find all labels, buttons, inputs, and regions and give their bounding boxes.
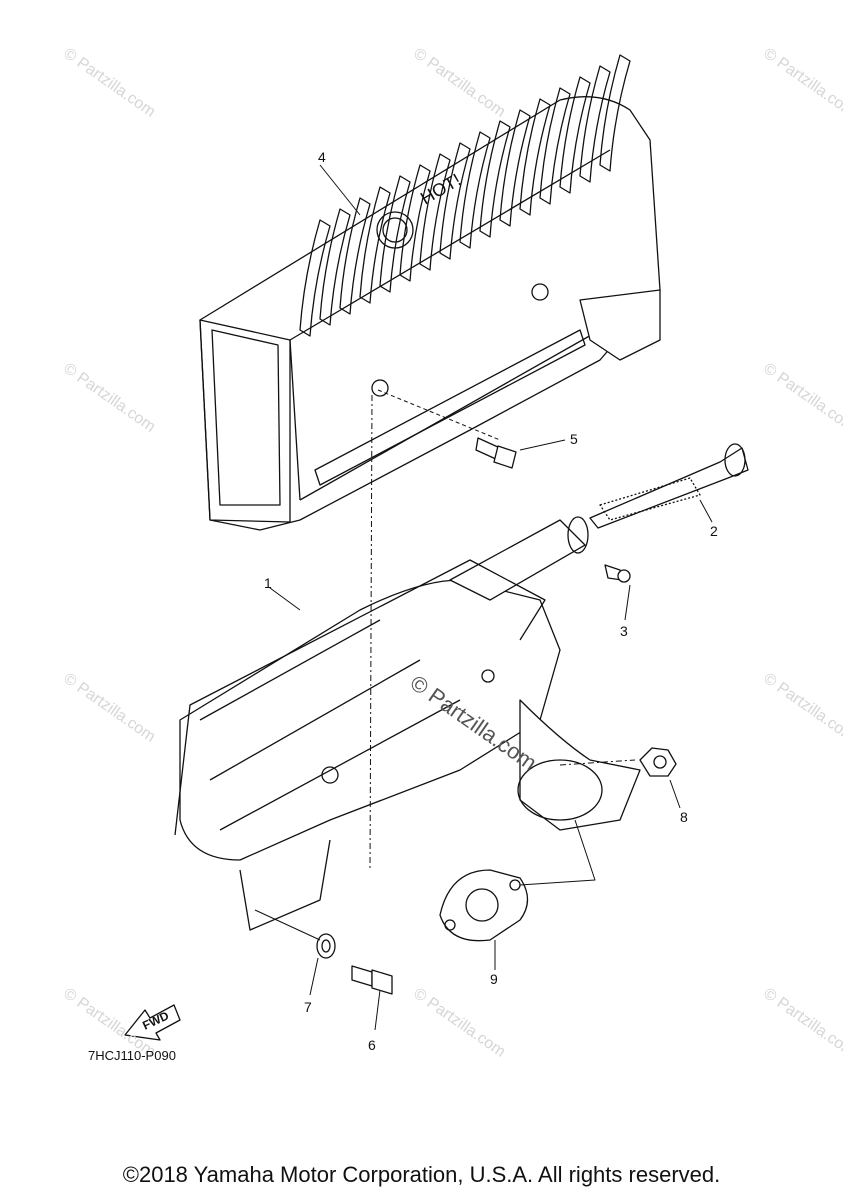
cooling-fin	[419, 153, 451, 271]
bolt-6	[351, 965, 393, 995]
cooling-fin	[459, 131, 491, 249]
cooling-fin	[299, 219, 331, 337]
cooling-fin	[559, 76, 591, 194]
nut-8	[639, 747, 677, 777]
screw-3	[604, 564, 631, 583]
callout-7: 7	[304, 999, 312, 1015]
muffler	[174, 516, 641, 931]
cooling-fin	[439, 142, 471, 260]
callout-4: 4	[318, 149, 326, 165]
cooling-fin	[579, 65, 611, 183]
callout-2: 2	[710, 523, 718, 539]
callout-6: 6	[368, 1037, 376, 1053]
cooling-fin	[319, 208, 351, 326]
fwd-arrow	[124, 1004, 181, 1041]
callout-3: 3	[620, 623, 628, 639]
callout-5: 5	[570, 431, 578, 447]
cooling-fin	[339, 197, 371, 315]
cooling-fin	[499, 109, 531, 227]
diagram-code: 7HCJ110-P090	[88, 1048, 176, 1063]
washer-7	[316, 933, 336, 959]
cooling-fin	[539, 87, 571, 205]
callout-9: 9	[490, 971, 498, 987]
cooling-fin	[379, 175, 411, 293]
bolt-5	[475, 437, 517, 469]
callout-1: 1	[264, 575, 272, 591]
cooling-fin	[479, 120, 511, 238]
spark-arrester	[589, 443, 749, 529]
heat-shield-cover	[199, 54, 661, 531]
gasket-9	[439, 869, 529, 942]
callout-8: 8	[680, 809, 688, 825]
cooling-fin	[599, 54, 631, 172]
cooling-fin	[519, 98, 551, 216]
copyright-notice: ©2018 Yamaha Motor Corporation, U.S.A. A…	[122, 1162, 721, 1187]
cooling-fin	[359, 186, 391, 304]
